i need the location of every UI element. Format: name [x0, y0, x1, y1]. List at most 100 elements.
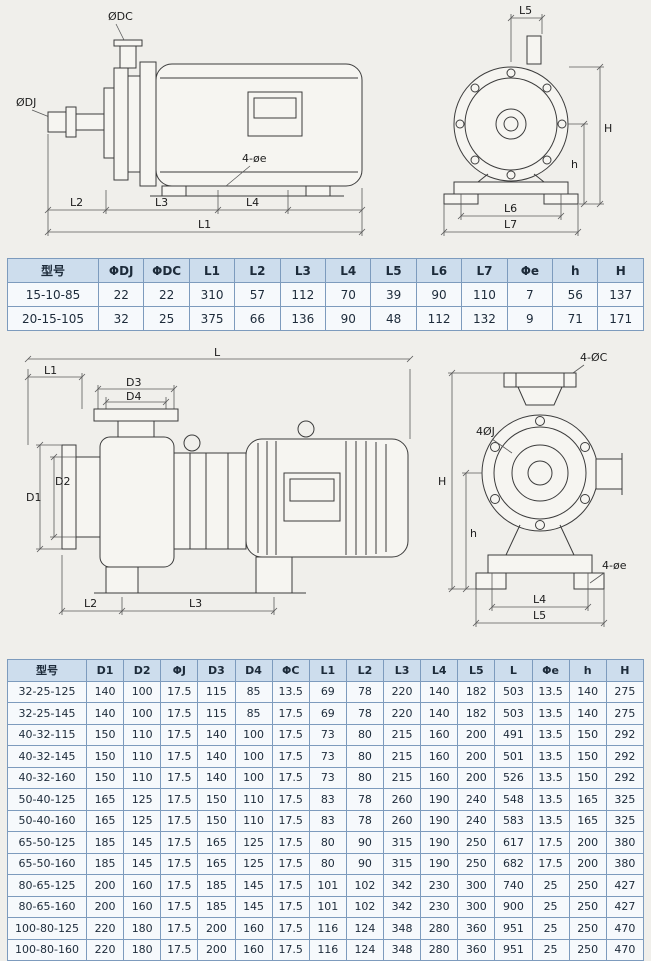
model-cell: 80-65-160: [7, 895, 87, 918]
value-cell: 17.5: [160, 745, 199, 768]
value-cell: 73: [308, 745, 347, 768]
value-cell: 17.5: [160, 917, 199, 940]
value-cell: 110: [234, 788, 273, 811]
value-cell: 250: [457, 831, 496, 854]
value-cell: 200: [85, 874, 125, 897]
model-cell: 65-50-125: [7, 831, 87, 854]
value-cell: 17.5: [531, 852, 570, 875]
dim-label-l2: L2: [84, 597, 97, 610]
value-cell: 185: [197, 874, 236, 897]
value-cell: 102: [345, 895, 385, 918]
value-cell: 101: [308, 895, 347, 918]
value-cell: 115: [197, 680, 236, 703]
value-cell: 124: [345, 938, 385, 961]
model-cell: 40-32-160: [7, 766, 87, 789]
value-cell: 100: [123, 702, 162, 725]
large-pump-end-view-drawing: 4-ØC 4ØJ: [438, 351, 627, 627]
value-cell: 90: [325, 306, 372, 331]
value-cell: 125: [123, 809, 162, 832]
value-cell: 140: [85, 702, 125, 725]
value-cell: 140: [568, 702, 607, 725]
value-cell: 740: [494, 874, 533, 897]
dim-label-l4: L4: [533, 593, 546, 606]
dim-label-foot-holes: 4-øe: [242, 152, 267, 165]
value-cell: 17.5: [271, 723, 310, 746]
model-cell: 50-40-160: [7, 809, 87, 832]
value-cell: 260: [382, 809, 422, 832]
dim-label-h: h: [470, 527, 477, 540]
value-cell: 145: [123, 831, 162, 854]
value-cell: 78: [345, 680, 385, 703]
dim-label-flange-holes: 4-ØC: [580, 351, 608, 364]
value-cell: 125: [234, 831, 273, 854]
value-cell: 25: [531, 895, 570, 918]
value-cell: 342: [382, 874, 422, 897]
value-cell: 80: [345, 723, 385, 746]
dim-label-l1: L1: [198, 218, 211, 231]
dim-label-l4: L4: [246, 196, 259, 209]
value-cell: 951: [494, 917, 533, 940]
column-header: ΦDC: [143, 258, 190, 283]
value-cell: 140: [420, 680, 459, 703]
value-cell: 220: [85, 938, 125, 961]
column-header: L5: [457, 659, 496, 682]
value-cell: 136: [279, 306, 327, 331]
value-cell: 17.5: [160, 702, 199, 725]
value-cell: 342: [382, 895, 422, 918]
value-cell: 73: [308, 766, 347, 789]
value-cell: 325: [605, 809, 645, 832]
value-cell: 280: [420, 938, 459, 961]
value-cell: 160: [234, 917, 273, 940]
value-cell: 185: [197, 895, 236, 918]
value-cell: 165: [568, 809, 607, 832]
value-cell: 182: [457, 680, 496, 703]
value-cell: 182: [457, 702, 496, 725]
column-header: 型号: [7, 659, 87, 682]
value-cell: 140: [568, 680, 607, 703]
value-cell: 427: [605, 895, 645, 918]
value-cell: 165: [197, 831, 236, 854]
column-header: ΦC: [271, 659, 310, 682]
value-cell: 292: [605, 766, 645, 789]
column-header: 型号: [7, 258, 99, 283]
value-cell: 150: [568, 766, 607, 789]
column-header: Φe: [506, 258, 554, 283]
value-cell: 69: [308, 702, 347, 725]
value-cell: 215: [382, 766, 422, 789]
value-cell: 200: [568, 831, 607, 854]
value-cell: 137: [597, 282, 644, 307]
column-header: L4: [325, 258, 372, 283]
dim-label-l1: L1: [44, 364, 57, 377]
dim-label-l6: L6: [504, 202, 517, 215]
value-cell: 325: [605, 788, 645, 811]
value-cell: 315: [382, 831, 422, 854]
column-header: ΦDJ: [97, 258, 145, 283]
value-cell: 190: [420, 788, 459, 811]
value-cell: 17.5: [271, 895, 310, 918]
value-cell: 140: [197, 745, 236, 768]
value-cell: 102: [345, 874, 385, 897]
value-cell: 22: [97, 282, 145, 307]
value-cell: 13.5: [531, 702, 570, 725]
value-cell: 140: [85, 680, 125, 703]
value-cell: 200: [457, 745, 496, 768]
value-cell: 360: [457, 917, 496, 940]
value-cell: 17.5: [271, 917, 310, 940]
value-cell: 100: [123, 680, 162, 703]
column-header: H: [605, 659, 645, 682]
column-header: h: [568, 659, 607, 682]
value-cell: 160: [123, 874, 162, 897]
dim-label-d4: D4: [126, 390, 141, 403]
value-cell: 190: [420, 831, 459, 854]
value-cell: 73: [308, 723, 347, 746]
value-cell: 9: [506, 306, 554, 331]
value-cell: 7: [506, 282, 554, 307]
value-cell: 470: [605, 938, 645, 961]
